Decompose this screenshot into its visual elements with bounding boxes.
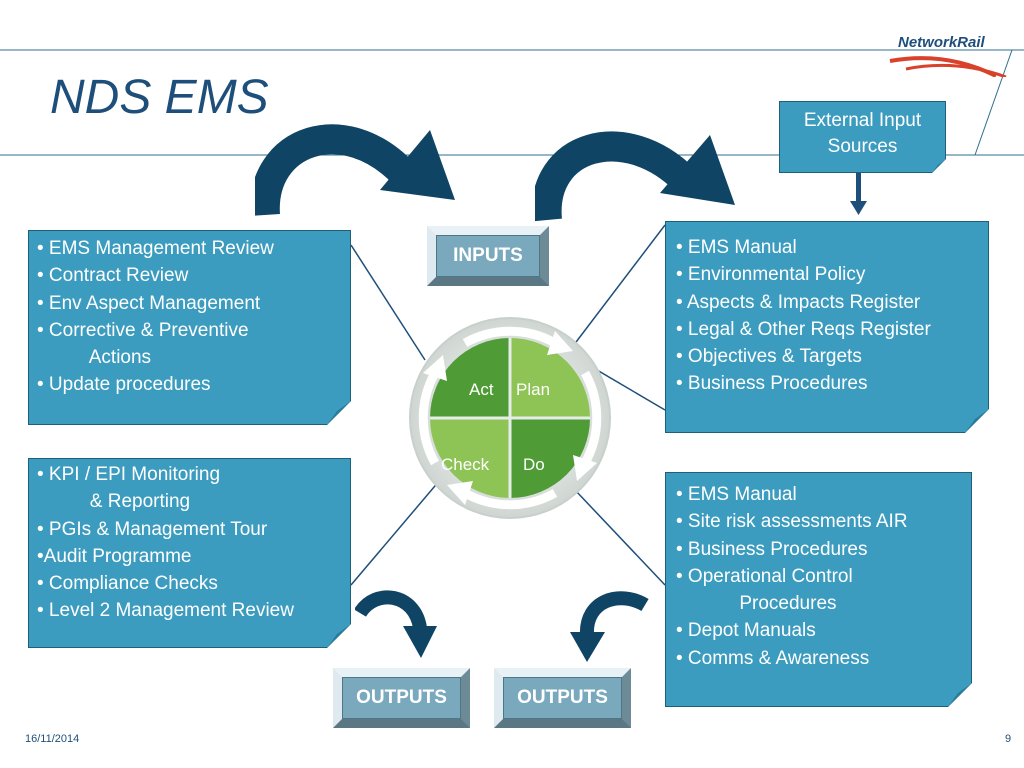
outputs-right-box: OUTPUTS [494, 668, 631, 728]
check-note-item: • Level 2 Management Review [37, 600, 294, 622]
external-input-line1: External Input [803, 110, 922, 131]
external-input-line2: Sources [827, 136, 898, 157]
plan-note-item: • EMS Manual [676, 237, 797, 258]
do-note-item: • Comms & Awareness [676, 647, 870, 669]
cycle-act-label: Act [469, 380, 494, 399]
plan-notes-list: • EMS Manual • Environmental Policy • Aspe… [676, 234, 978, 398]
act-notes-list: • EMS Management Review • Contract Review… [37, 235, 342, 399]
act-note-item: • Update procedures [37, 374, 211, 396]
check-note-item: • KPI / EPI Monitoring [37, 464, 221, 485]
check-note-item: & Reporting [37, 491, 191, 513]
act-notes-box: • EMS Management Review • Contract Review… [28, 230, 351, 425]
do-notes-box: • EMS Manual • Site risk assessments AIR •… [665, 472, 972, 707]
plan-quadrant [510, 338, 590, 418]
cycle-plan-label: Plan [516, 380, 550, 399]
act-note-item: • Env Aspect Management [37, 292, 261, 314]
do-note-item: • Operational Control [676, 565, 853, 587]
do-note-item: • Depot Manuals [676, 620, 816, 642]
do-quadrant [510, 418, 590, 498]
outputs-left-label: OUTPUTS [342, 677, 461, 719]
plan-note-item: • Aspects & Impacts Register [676, 291, 921, 313]
cycle-check-label: Check [441, 455, 490, 474]
do-note-item: • Site risk assessments AIR [676, 511, 908, 533]
curved-arrow-right-top-icon [535, 131, 735, 222]
outputs-right-label: OUTPUTS [503, 677, 622, 719]
plan-note-item: • Legal & Other Reqs Register [676, 318, 931, 340]
external-input-box: External Input Sources [779, 101, 946, 173]
do-note-item: • Business Procedures [676, 538, 868, 560]
check-note-item: • PGIs & Management Tour [37, 518, 268, 540]
footer-date: 16/11/2014 [25, 733, 80, 745]
plan-note-item: • Environmental Policy [676, 264, 866, 286]
down-arrow-icon [850, 173, 867, 215]
folded-corner-icon [932, 159, 946, 173]
pdca-cycle-diagram: Act Plan Check Do [409, 317, 611, 519]
check-notes-list: • KPI / EPI Monitoring & Reporting • PGIs… [37, 461, 342, 625]
network-rail-logo: NetworkRail [886, 31, 1020, 79]
folded-corner-icon [327, 624, 351, 648]
do-note-item: Procedures [676, 593, 837, 615]
plan-notes-box: • EMS Manual • Environmental Policy • Aspe… [665, 221, 989, 433]
plan-note-item: • Business Procedures [676, 373, 868, 395]
check-note-item: • Compliance Checks [37, 573, 218, 595]
check-note-item: •Audit Programme [37, 545, 192, 567]
logo-text: NetworkRail [898, 34, 985, 51]
act-quadrant [430, 338, 510, 418]
cycle-do-label: Do [523, 455, 545, 474]
do-note-item: • EMS Manual [676, 484, 797, 505]
act-note-item: • Contract Review [37, 265, 189, 287]
act-note-item: Actions [37, 347, 152, 369]
inputs-label: INPUTS [436, 235, 540, 277]
folded-corner-icon [965, 409, 989, 433]
outputs-left-box: OUTPUTS [333, 668, 470, 728]
check-quadrant [430, 418, 510, 498]
do-notes-list: • EMS Manual • Site risk assessments AIR •… [676, 481, 961, 672]
page-title: NDS EMS [50, 71, 269, 124]
inputs-box: INPUTS [427, 226, 549, 286]
folded-corner-icon [327, 401, 351, 425]
curved-arrow-left-top-icon [255, 124, 455, 216]
act-note-item: • Corrective & Preventive [37, 319, 249, 341]
plan-note-item: • Objectives & Targets [676, 346, 862, 368]
act-note-item: • EMS Management Review [37, 238, 274, 259]
curved-arrow-left-bottom-icon [355, 590, 437, 658]
page-number: 9 [1005, 733, 1012, 745]
check-notes-box: • KPI / EPI Monitoring & Reporting • PGIs… [28, 458, 351, 648]
curved-arrow-right-bottom-icon [570, 591, 649, 662]
folded-corner-icon [948, 683, 972, 707]
